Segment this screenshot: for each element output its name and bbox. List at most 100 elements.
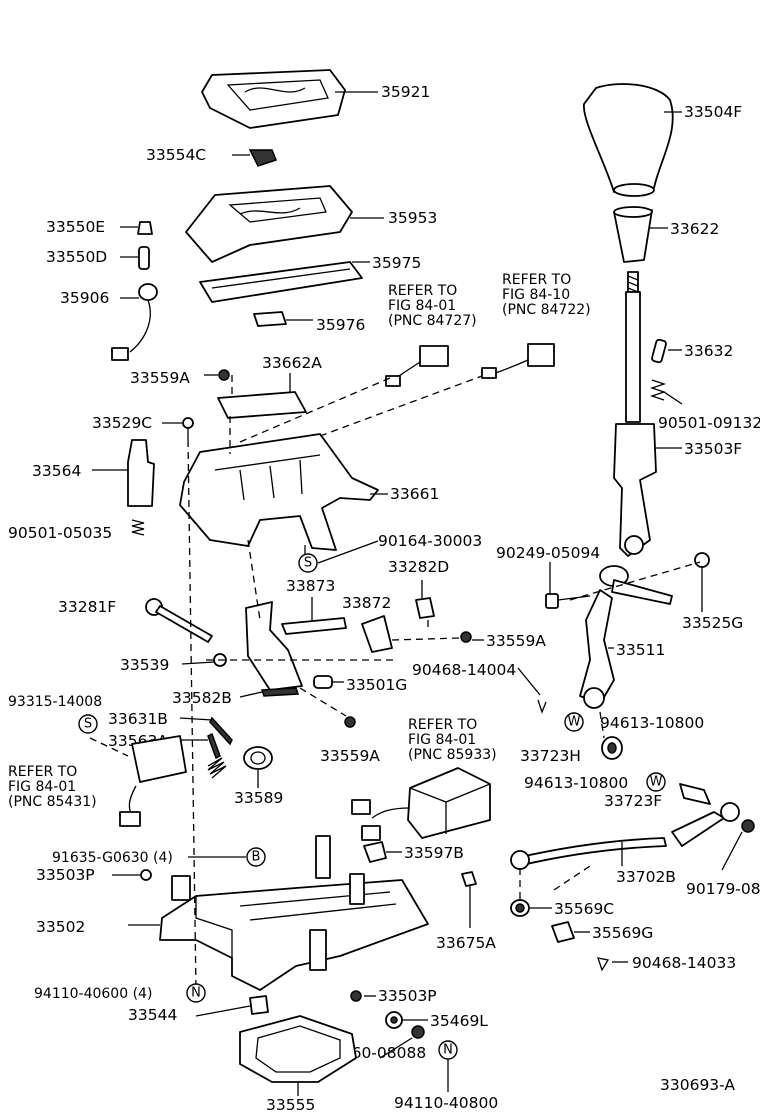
spring-coil <box>207 757 227 779</box>
label-93315-14008: 93315-14008 <box>8 694 102 710</box>
collar-33589 <box>243 746 273 770</box>
control-rod-33702B <box>510 802 740 870</box>
label-33559A-mid: 33559A <box>486 632 546 650</box>
label-33702B: 33702B <box>616 868 676 886</box>
label-94110-40600: 94110-40600 (4) <box>34 986 152 1002</box>
ref4-line2: FIG 84-01 <box>8 779 76 795</box>
label-33559A-top: 33559A <box>130 369 190 387</box>
label-33555: 33555 <box>266 1096 315 1112</box>
bulb-socket <box>138 246 150 270</box>
label-35921: 35921 <box>381 83 430 101</box>
rod-33281F <box>145 598 213 643</box>
label-33564: 33564 <box>32 462 81 480</box>
bushing-33723H <box>601 736 623 760</box>
link-33873 <box>281 617 347 635</box>
solenoid-85431 <box>119 735 187 827</box>
label-90501-05035: 90501-05035 <box>8 524 112 542</box>
symbol-W-1: W <box>564 712 584 732</box>
plate-35976 <box>253 311 287 327</box>
screw-33529C <box>182 417 194 440</box>
ref1-line3: (PNC 84727) <box>388 313 477 329</box>
label-35569C: 35569C <box>554 900 614 918</box>
label-90164-30003: 90164-30003 <box>378 532 482 550</box>
label-33872: 33872 <box>342 594 391 612</box>
knob-adapter-33622 <box>613 206 653 263</box>
spring-90501-09132 <box>649 379 667 401</box>
pin-33631B <box>209 716 233 746</box>
svg-text:N: N <box>191 986 201 1001</box>
detent-lever <box>245 601 303 691</box>
label-33503P-top: 33503P <box>36 866 95 884</box>
ref1-line1: REFER TO <box>388 283 457 299</box>
label-90501-09132: 90501-09132 <box>658 414 760 432</box>
bolt-33675A <box>461 871 477 928</box>
shift-knob-33504F <box>583 83 674 197</box>
label-33281F: 33281F <box>58 598 116 616</box>
ring-33503P <box>350 990 362 1002</box>
lever-body-33503F <box>613 423 657 557</box>
grommet-33544 <box>249 995 269 1015</box>
label-33597B: 33597B <box>404 844 464 862</box>
bushing-35569G <box>551 921 575 943</box>
ref4-line3: (PNC 85431) <box>8 794 97 810</box>
ref2-line1: REFER TO <box>502 272 571 288</box>
plate-33582B <box>260 687 300 697</box>
ref3-line3: (PNC 85933) <box>408 747 497 763</box>
figure-id: 330693-A <box>660 1076 735 1094</box>
ref2-line3: (PNC 84722) <box>502 302 591 318</box>
indicator-housing <box>185 185 353 263</box>
lever-33511 <box>579 565 673 709</box>
label-90468-14033: 90468-14033 <box>632 954 736 972</box>
label-90179-08001: 90179-08001 <box>686 880 760 898</box>
bushing-35569C <box>510 899 530 917</box>
label-33582B: 33582B <box>172 689 232 707</box>
label-33589: 33589 <box>234 789 283 807</box>
slide-plate <box>199 261 363 303</box>
label-33501G: 33501G <box>346 676 407 694</box>
label-33559A-low: 33559A <box>320 747 380 765</box>
shift-lever-bracket-33661 <box>179 433 379 551</box>
label-90468-14004: 90468-14004 <box>412 661 516 679</box>
bolt-90249-05094 <box>545 593 591 609</box>
lock-solenoid-33564 <box>127 439 155 507</box>
nut-90560-08088 <box>411 1025 425 1039</box>
wire-harness-35906 <box>111 283 158 361</box>
nut-33559A <box>218 369 230 381</box>
label-33544: 33544 <box>128 1006 177 1024</box>
nut-33559A-mid <box>460 631 472 643</box>
symbol-W-2: W <box>646 772 666 792</box>
ref3-line2: FIG 84-01 <box>408 732 476 748</box>
label-33503F: 33503F <box>684 440 742 458</box>
svg-text:N: N <box>443 1043 453 1058</box>
bushing-33282D <box>415 597 435 619</box>
label-33631B: 33631B <box>108 710 168 728</box>
label-33873: 33873 <box>286 577 335 595</box>
label-35953: 35953 <box>388 209 437 227</box>
label-33502: 33502 <box>36 918 85 936</box>
shift-lever-shaft <box>625 271 641 423</box>
ecu-85933 <box>351 767 491 841</box>
svg-text:W: W <box>568 715 581 730</box>
label-35469L: 35469L <box>430 1012 488 1030</box>
label-33723F: 33723F <box>604 792 662 810</box>
label-33550E: 33550E <box>46 218 105 236</box>
symbol-B: B <box>246 847 266 867</box>
clip-90468-14033 <box>597 957 610 972</box>
svg-text:S: S <box>304 556 312 571</box>
label-33282D: 33282D <box>388 558 449 576</box>
clip-part <box>248 149 277 167</box>
label-33723H: 33723H <box>520 747 581 765</box>
boot-33555 <box>239 1015 357 1083</box>
label-35569G: 35569G <box>592 924 653 942</box>
base-plate-33502 <box>159 835 429 991</box>
connector-84722 <box>481 343 555 379</box>
symbol-N-1: N <box>186 983 206 1003</box>
button-33632 <box>651 338 667 364</box>
pin-33563A <box>207 732 221 760</box>
symbol-N-2: N <box>438 1040 458 1060</box>
label-33511: 33511 <box>616 641 665 659</box>
nut-90179-08001 <box>741 819 755 833</box>
bulb-part <box>137 221 153 235</box>
